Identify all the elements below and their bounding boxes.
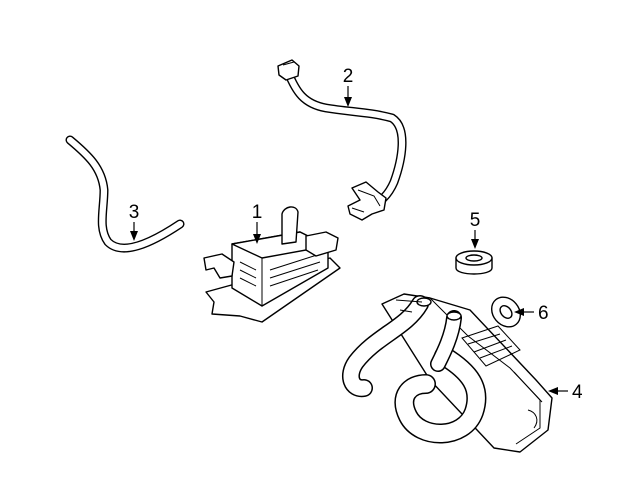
callout-label-6: 6 [538, 303, 549, 324]
callout-label-1: 1 [252, 202, 263, 223]
callout-2: 2 [343, 66, 354, 107]
callout-1: 1 [252, 202, 263, 244]
callout-label-3: 3 [129, 202, 140, 223]
callout-3: 3 [129, 202, 140, 241]
hose-fitting-bracket [347, 181, 387, 221]
callout-5: 5 [470, 210, 481, 249]
part-6-washer [490, 296, 522, 328]
callout-6: 6 [514, 303, 549, 324]
callout-label-2: 2 [343, 66, 354, 87]
callout-label-5: 5 [470, 210, 481, 231]
part-4-housing [342, 293, 553, 453]
callout-4: 4 [548, 382, 583, 403]
part-1-oil-cooler [203, 206, 341, 323]
part-2-hose [277, 59, 407, 221]
callout-label-4: 4 [572, 382, 583, 403]
part-5-grommet [455, 250, 493, 275]
part-3-hose [65, 135, 185, 253]
